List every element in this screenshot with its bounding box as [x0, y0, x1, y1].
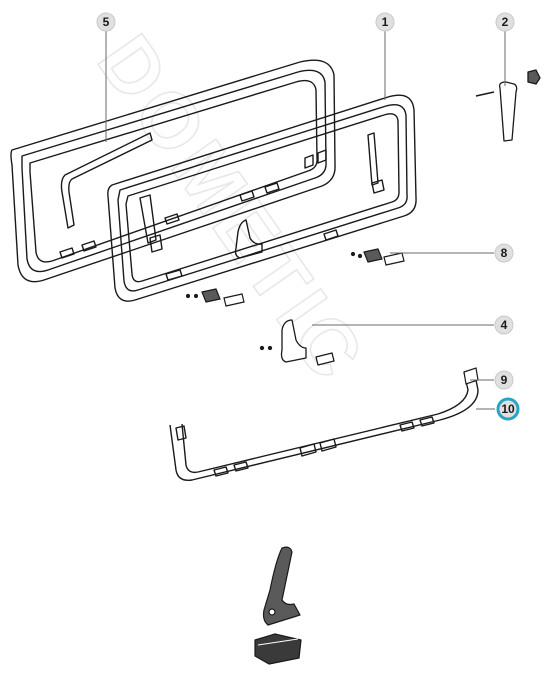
latch-handle-part-4 — [259, 319, 335, 366]
callout-9: 9 — [494, 370, 514, 390]
callout-2: 2 — [495, 12, 515, 32]
outer-frame-part-5 — [10, 59, 336, 283]
latch-assembly-detail — [254, 546, 302, 665]
callout-5: 5 — [96, 12, 116, 32]
bottom-rail-part-10 — [169, 369, 479, 481]
callout-10-label: 10 — [501, 402, 515, 416]
inner-frame-part-1 — [107, 94, 417, 302]
callout-2-label: 2 — [502, 15, 509, 29]
stay-arm-part-2 — [475, 69, 541, 142]
callout-8: 8 — [494, 243, 514, 263]
clip-part-8-upper — [350, 248, 405, 266]
callout-1: 1 — [375, 12, 395, 32]
callout-5-label: 5 — [103, 15, 110, 29]
callout-4: 4 — [494, 315, 514, 335]
callout-9-label: 9 — [501, 373, 508, 387]
callout-1-label: 1 — [382, 15, 389, 29]
callout-8-label: 8 — [501, 246, 508, 260]
clip-part-8-lower — [185, 288, 245, 307]
callout-4-label: 4 — [501, 318, 508, 332]
callout-10[interactable]: 10 — [496, 397, 520, 421]
leader-lines — [105, 31, 506, 410]
